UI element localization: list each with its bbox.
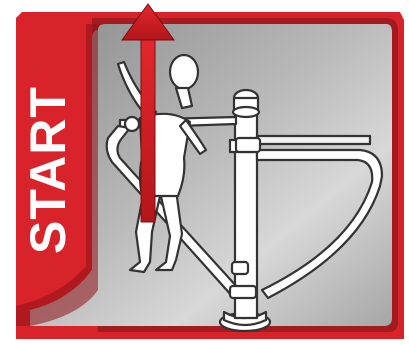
start-badge-label: START <box>23 86 73 254</box>
